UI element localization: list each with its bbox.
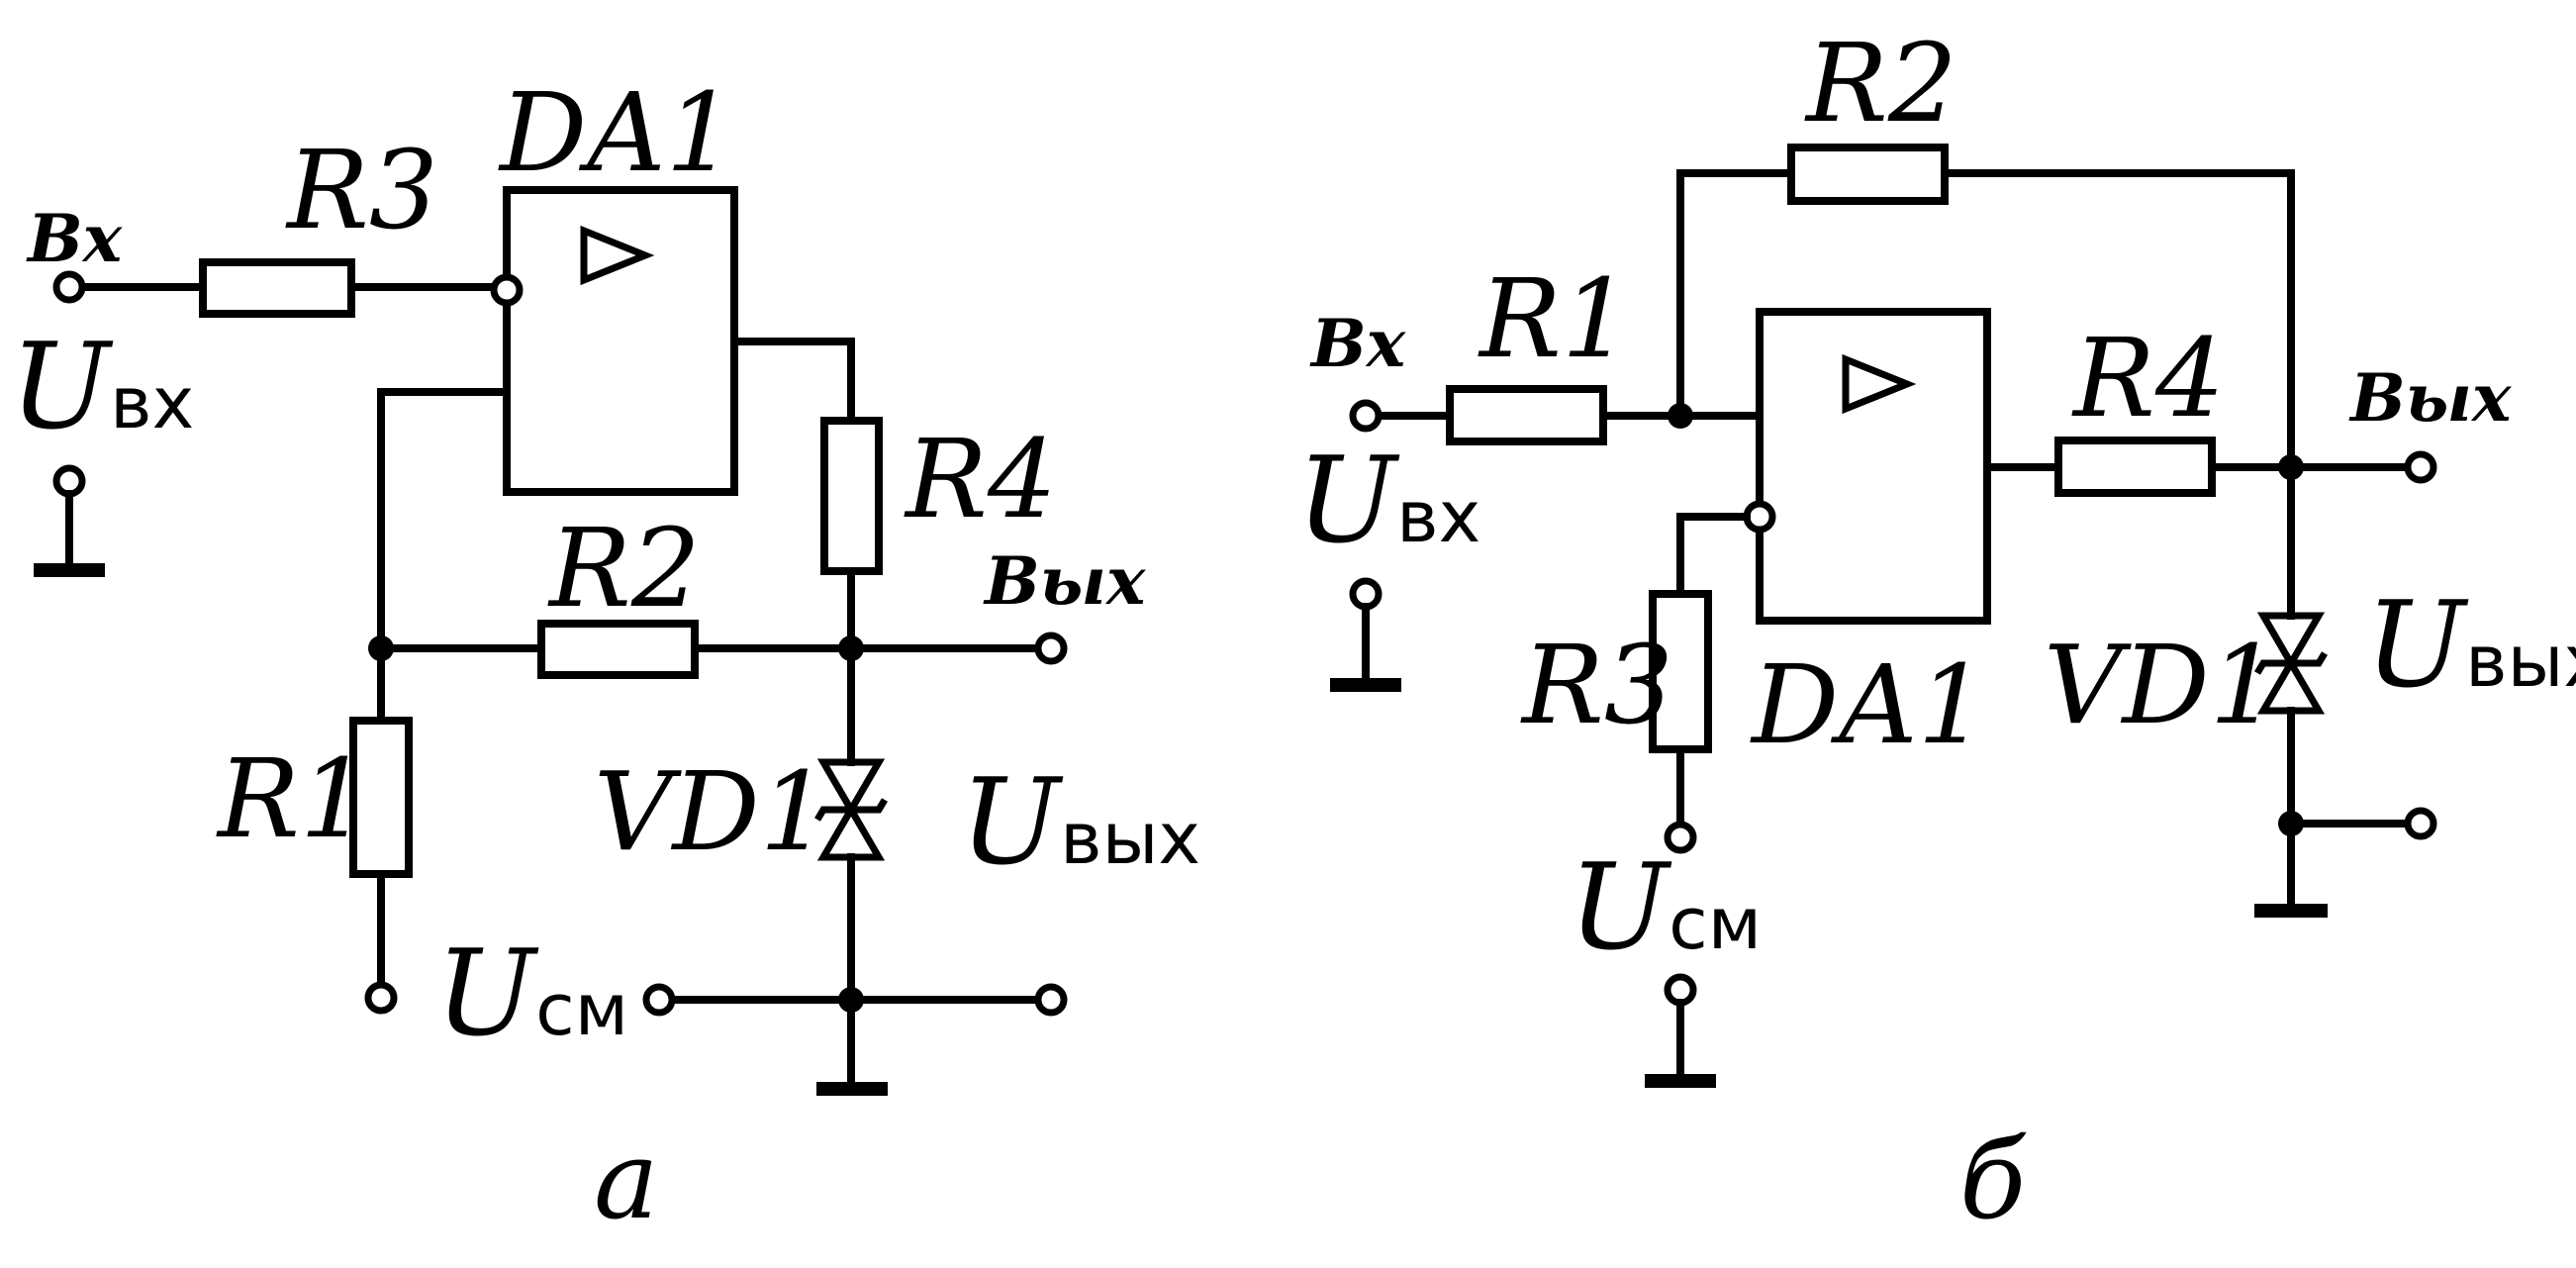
terminal-b-out-bottom	[2404, 807, 2437, 840]
junction-b-out	[2278, 454, 2304, 480]
label-b-uin: Uвх	[1296, 433, 1480, 570]
wire-b-r2-right	[1941, 169, 2295, 469]
label-b-r2: R2	[1804, 20, 1957, 146]
label-a-r2: R2	[547, 505, 701, 632]
label-b-ucm: Uсм	[1569, 839, 1762, 977]
opamp-a-da1	[503, 186, 738, 496]
resistor-a-r2	[537, 620, 699, 679]
label-b-r3: R3	[1520, 622, 1673, 748]
resistor-b-r2	[1787, 144, 1949, 205]
junction-a-bottom	[838, 987, 864, 1013]
label-a-ucm: Uсм	[435, 926, 628, 1063]
circuit-b: Вх Uвх R1 R2 R4 Вых R3 DA1 VD1 Uвых Uсм …	[1296, 20, 2576, 1243]
resistor-a-r3	[199, 258, 355, 318]
junction-a-out	[838, 635, 864, 661]
label-b-r4: R4	[2071, 315, 2225, 441]
caption-a: а	[594, 1117, 659, 1243]
circuit-a: Вх Uвх R3 DA1 R2 R4 Вых R1 VD1 Uвых Uсм …	[10, 69, 1200, 1243]
wire-b-r3-top	[1676, 513, 1751, 598]
junction-b-in	[1668, 403, 1693, 429]
label-b-input: Вх	[1309, 305, 1406, 382]
label-a-da1: DA1	[498, 69, 735, 196]
junction-b-bottom	[2278, 811, 2304, 836]
triangle-icon	[1842, 353, 1917, 415]
terminal-b-input	[1349, 399, 1383, 433]
inverting-input-circle-a	[490, 273, 524, 307]
resistor-b-r4	[2054, 437, 2216, 497]
label-a-r4: R4	[904, 416, 1057, 542]
label-a-uin: Uвх	[10, 319, 194, 456]
triangle-icon	[580, 225, 655, 286]
label-a-vd1: VD1	[594, 748, 829, 875]
wire-b-r2-left	[1676, 169, 1795, 420]
wire-a-output	[730, 338, 855, 425]
label-a-r3: R3	[285, 127, 438, 253]
label-a-r1: R1	[216, 735, 369, 862]
terminal-a-out-bottom	[1034, 983, 1068, 1017]
label-b-output: Вых	[2348, 359, 2512, 437]
label-a-output: Вых	[983, 542, 1146, 620]
label-a-uout: Uвых	[960, 754, 1200, 892]
terminal-a-input	[52, 270, 86, 304]
resistor-b-r1	[1446, 385, 1607, 445]
label-b-uout: Uвых	[2365, 577, 2576, 715]
label-b-da1: DA1	[1750, 641, 1987, 768]
junction-a-r1r2	[368, 635, 394, 661]
terminal-a-ucm	[642, 983, 676, 1017]
terminal-b-r3-bottom	[1664, 821, 1697, 854]
terminal-b-output	[2404, 450, 2437, 484]
terminal-a-output	[1034, 632, 1068, 665]
resistor-a-r4	[820, 417, 883, 575]
caption-b: б	[1959, 1117, 2027, 1243]
label-b-vd1: VD1	[2044, 622, 2279, 748]
opamp-b-da1	[1756, 308, 1991, 625]
label-a-input: Вх	[26, 200, 123, 277]
wire-a-noninv	[377, 388, 511, 652]
label-b-r1: R1	[1478, 255, 1631, 382]
resistor-a-r1	[349, 717, 413, 878]
terminal-a-r1-bottom	[364, 981, 398, 1015]
